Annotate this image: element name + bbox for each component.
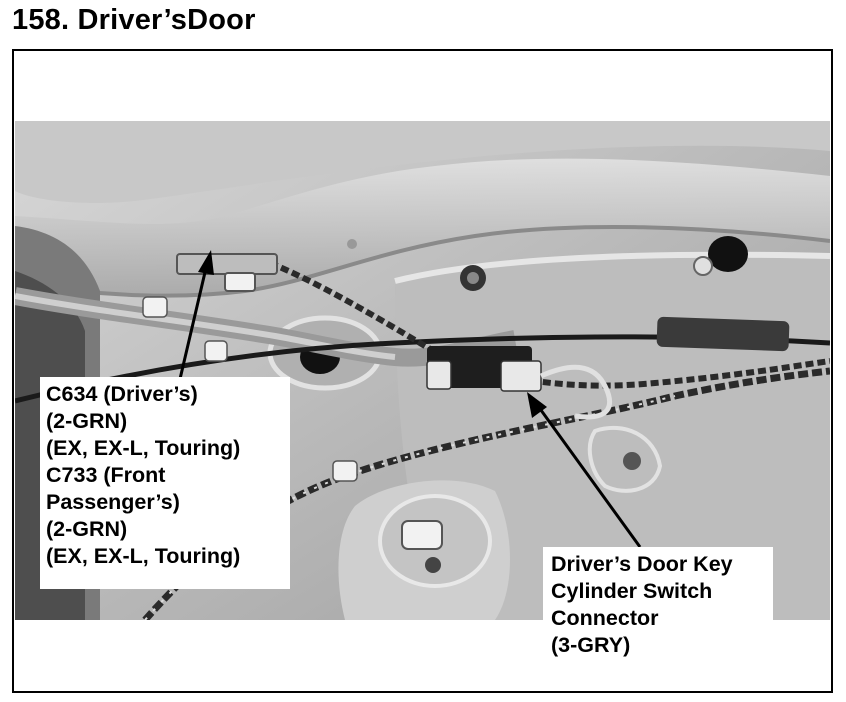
callout-key-cylinder-switch: Driver’s Door Key Cylinder Switch Connec… — [543, 547, 773, 667]
callout-line: Passenger’s) — [46, 490, 180, 514]
callout-line: (EX, EX-L, Touring) — [46, 544, 241, 568]
callout-line: (2-GRN) — [46, 409, 128, 433]
callout-line: Connector — [551, 606, 659, 630]
page-title: 158. Driver’sDoor — [12, 4, 256, 36]
callout-c634-c733: C634 (Driver’s) (2-GRN) (EX, EX-L, Touri… — [40, 377, 290, 589]
callout-line: (EX, EX-L, Touring) — [46, 436, 241, 460]
callout-line: Cylinder Switch — [551, 579, 713, 603]
callout-line: C733 (Front — [46, 463, 166, 487]
callout-line: Driver’s Door Key — [551, 552, 733, 576]
callout-line: (3-GRY) — [551, 633, 631, 657]
callout-line: C634 (Driver’s) — [46, 382, 198, 406]
callout-line: (2-GRN) — [46, 517, 128, 541]
